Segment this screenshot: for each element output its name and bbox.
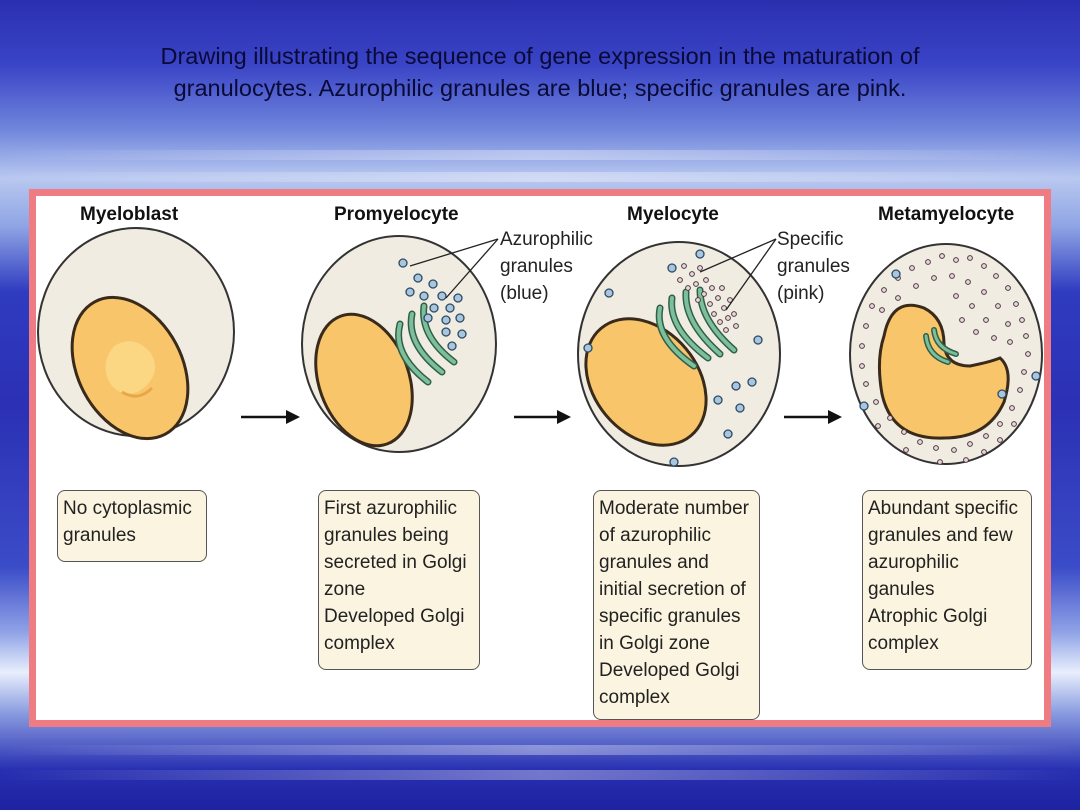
description-line: secreted in Golgi xyxy=(324,552,467,573)
arrow-1 xyxy=(241,410,300,424)
specific-callout-line-2: granules xyxy=(777,256,850,277)
description-box-myelocyte: Moderate number of azurophilic granules … xyxy=(593,490,760,720)
description-line: complex xyxy=(599,687,670,708)
description-line: Moderate number xyxy=(599,498,749,519)
description-line: First azurophilic xyxy=(324,498,458,519)
stage-title-metamyelocyte: Metamyelocyte xyxy=(878,204,1014,225)
description-line: No cytoplasmic xyxy=(63,498,192,519)
azurophilic-callout-line-3: (blue) xyxy=(500,283,549,304)
arrow-3 xyxy=(784,410,842,424)
description-line: zone xyxy=(324,579,366,600)
specific-callout-lines xyxy=(699,238,777,311)
description-line: azurophilic xyxy=(868,552,959,573)
stage-title-promyelocyte: Promyelocyte xyxy=(334,204,459,225)
stage-title-myeloblast: Myeloblast xyxy=(80,204,179,225)
background-streak xyxy=(0,745,1080,755)
description-box-myeloblast: No cytoplasmic granules xyxy=(57,490,207,562)
slide-title: Drawing illustrating the sequence of gen… xyxy=(40,40,1040,104)
promyelocyte-cell xyxy=(301,235,499,453)
promyelocyte-golgi-fill xyxy=(396,304,456,384)
arrow-2 xyxy=(514,410,571,424)
maturation-diagram: Myeloblast Promyelocyte Myelocyte Metamy… xyxy=(37,204,1043,467)
specific-callout-line-3: (pink) xyxy=(777,283,825,304)
metamyelocyte-azurophilic-granules xyxy=(859,269,1041,411)
background-streak xyxy=(0,172,1080,182)
description-box-promyelocyte: First azurophilic granules being secrete… xyxy=(318,490,480,670)
azurophilic-callout-line-1: Azurophilic xyxy=(500,229,593,250)
metamyelocyte-golgi-fill xyxy=(924,328,958,364)
description-line: Developed Golgi xyxy=(324,606,465,627)
title-line-2: granulocytes. Azurophilic granules are b… xyxy=(173,75,907,101)
myeloblast-nucleus xyxy=(70,295,190,441)
description-box-metamyelocyte: Abundant specific granules and few azuro… xyxy=(862,490,1032,670)
myeloblast-cell xyxy=(37,227,235,441)
description-line: complex xyxy=(868,633,939,654)
description-line: initial secretion of xyxy=(599,579,746,600)
title-line-1: Drawing illustrating the sequence of gen… xyxy=(160,43,920,69)
description-line: in Golgi zone xyxy=(599,633,710,654)
metamyelocyte-cell xyxy=(849,243,1043,465)
stage-title-myelocyte: Myelocyte xyxy=(627,204,719,225)
metamyelocyte-specific-granules xyxy=(859,253,1031,465)
description-line: complex xyxy=(324,633,395,654)
myelocyte-azurophilic-granules xyxy=(583,249,763,467)
description-line: ganules xyxy=(868,579,935,600)
figure-panel: Myeloblast Promyelocyte Myelocyte Metamy… xyxy=(29,189,1051,727)
myelocyte-cell xyxy=(577,238,781,467)
description-line: Abundant specific xyxy=(868,498,1018,519)
azurophilic-callout-line-2: granules xyxy=(500,256,573,277)
promyelocyte-azurophilic-granules xyxy=(398,258,467,351)
specific-callout-line-1: Specific xyxy=(777,229,844,250)
azurophilic-callout-lines xyxy=(409,238,499,299)
background-streak xyxy=(0,770,1080,780)
description-line: Atrophic Golgi xyxy=(868,606,988,627)
description-line: specific granules xyxy=(599,606,741,627)
description-line: granules being xyxy=(324,525,449,546)
background-streak xyxy=(0,150,1080,160)
description-line: granules and xyxy=(599,552,709,573)
figure-canvas: Myeloblast Promyelocyte Myelocyte Metamy… xyxy=(36,196,1044,720)
myelocyte-golgi-fill xyxy=(657,288,736,368)
description-line: granules and few xyxy=(868,525,1013,546)
description-line: Developed Golgi xyxy=(599,660,740,681)
description-line: granules xyxy=(63,525,136,546)
description-line: of azurophilic xyxy=(599,525,711,546)
myelocyte-specific-granules xyxy=(677,263,739,333)
